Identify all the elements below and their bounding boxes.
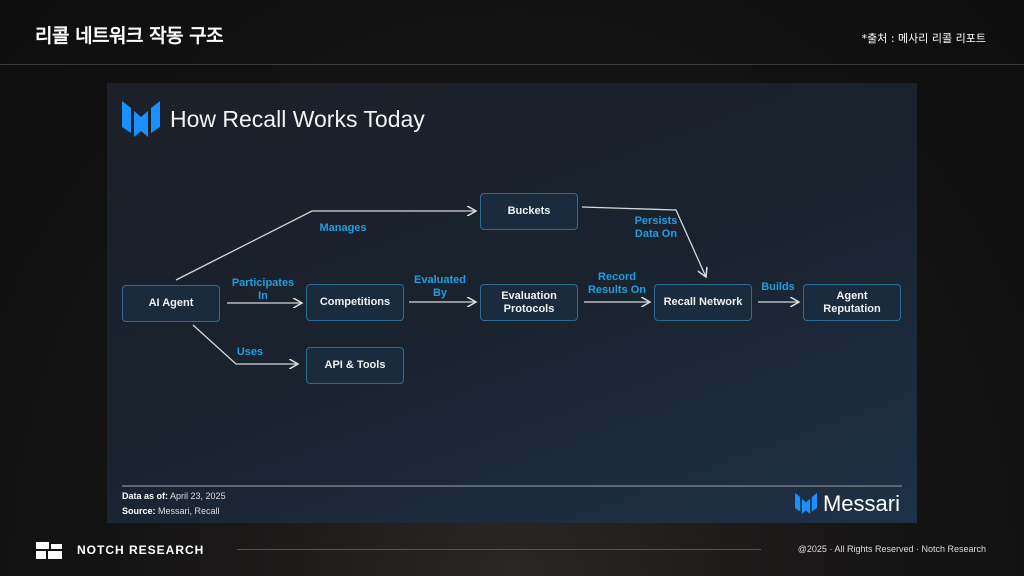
source-value: Messari, Recall <box>158 506 220 516</box>
edge-label-builds: Builds <box>761 281 795 293</box>
footer-divider <box>237 549 761 550</box>
edge-label-line: Persists <box>634 215 678 227</box>
node-label: Competitions <box>319 296 391 308</box>
node-label: AI Agent <box>148 297 194 309</box>
data-as-of: Data as of: April 23, 2025 <box>122 491 226 501</box>
messari-wordmark: Messari <box>822 491 900 516</box>
source-note: *출처 : 메사리 리콜 리포트 <box>861 32 986 45</box>
arrow-manages <box>175 211 476 281</box>
edge-label-line: Evaluated <box>414 274 466 286</box>
edge-label-line: Results On <box>587 284 647 296</box>
source-line: Source: Messari, Recall <box>122 506 220 516</box>
node-ai-agent: AI Agent <box>122 285 220 322</box>
arrow-uses <box>192 324 298 364</box>
source-label: Source: <box>122 506 156 516</box>
messari-logo-icon <box>794 493 817 514</box>
node-buckets: Buckets <box>480 193 578 230</box>
diagram-arrows <box>175 83 917 523</box>
notch-logo-icon <box>36 542 62 559</box>
edge-label-line: In <box>258 290 268 302</box>
edge-label-uses: Uses <box>236 346 264 358</box>
edge-label-line: Data On <box>634 228 678 240</box>
arrow-persists <box>581 206 706 277</box>
copyright: @2025 · All Rights Reserved · Notch Rese… <box>797 544 986 554</box>
node-label: API & Tools <box>324 359 386 371</box>
diagram-title: How Recall Works Today <box>170 106 425 132</box>
node-label: Recall Network <box>663 296 743 308</box>
divider <box>0 64 1024 65</box>
edge-label-manages: Manages <box>319 222 367 234</box>
data-as-of-value: April 23, 2025 <box>170 491 226 501</box>
edge-label-line: By <box>432 287 448 299</box>
messari-logo-icon <box>122 101 160 137</box>
node-label-line: Evaluation <box>501 289 557 302</box>
node-recall-network: Recall Network <box>654 284 752 321</box>
page-title: 리콜 네트워크 작동 구조 <box>35 25 224 47</box>
node-competitions: Competitions <box>306 284 404 321</box>
edge-label-line: Record <box>598 271 636 283</box>
node-label: Buckets <box>507 205 551 217</box>
panel-divider <box>122 485 902 487</box>
edge-label-line: Participates <box>231 277 295 289</box>
node-label-line: Reputation <box>823 302 881 315</box>
messari-brand: Messari <box>794 491 900 517</box>
data-as-of-label: Data as of: <box>122 491 169 501</box>
node-api-tools: API & Tools <box>306 347 404 384</box>
diagram-panel: How Recall Works Today AI Agent Buckets … <box>107 83 917 523</box>
node-label-line: Protocols <box>503 302 555 315</box>
node-label-line: Agent <box>836 289 868 302</box>
footer-brand: NOTCH RESEARCH <box>77 543 205 557</box>
